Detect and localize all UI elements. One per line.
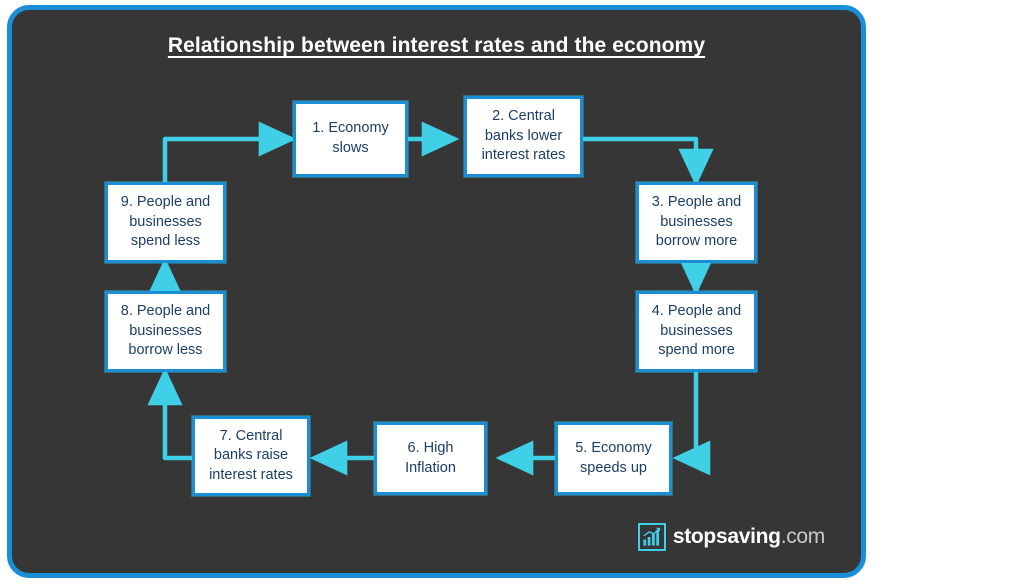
edge-7-to-8 [147,367,192,461]
diagram-card: Relationship between interest rates and … [7,5,866,578]
flow-node-3-label: 3. People and businesses borrow more [651,194,742,250]
flow-node-1[interactable]: 1. Economy slows [293,101,408,177]
edge-2-to-3 [583,136,714,187]
edge-4-to-5 [672,372,711,476]
flow-node-4-label: 4. People and businesses spend more [651,303,742,359]
flow-node-9[interactable]: 9. People and businesses spend less [105,182,226,263]
site-logo[interactable]: stopsaving.com [637,523,825,551]
flow-node-6-label: 6. High Inflation [405,439,456,476]
logo-name: stopsaving [672,525,781,548]
flow-node-5-label: 5. Economy speeds up [575,439,652,476]
flow-node-7[interactable]: 7. Central banks raise interest rates [192,416,310,496]
flow-node-3[interactable]: 3. People and businesses borrow more [636,182,757,263]
flow-node-8[interactable]: 8. People and businesses borrow less [105,291,226,372]
logo-wordmark: stopsaving.com [673,525,825,549]
flow-node-1-label: 1. Economy slows [312,120,389,156]
page-title: Relationship between interest rates and … [167,34,706,57]
bar-chart-growth-icon [637,523,666,551]
flow-node-8-label: 8. People and businesses borrow less [120,303,211,359]
flow-node-2[interactable]: 2. Central banks lower interest rates [464,96,583,177]
flow-node-2-label: 2. Central banks lower interest rates [481,108,566,164]
logo-tld: .com [780,525,826,548]
flow-node-7-label: 7. Central banks raise interest rates [209,427,293,483]
flow-node-4[interactable]: 4. People and businesses spend more [636,291,757,372]
edge-9-to-1 [162,121,297,182]
flow-node-5[interactable]: 5. Economy speeds up [555,422,672,495]
flow-node-9-label: 9. People and businesses spend less [120,194,211,250]
flow-node-6[interactable]: 6. High Inflation [374,422,487,495]
